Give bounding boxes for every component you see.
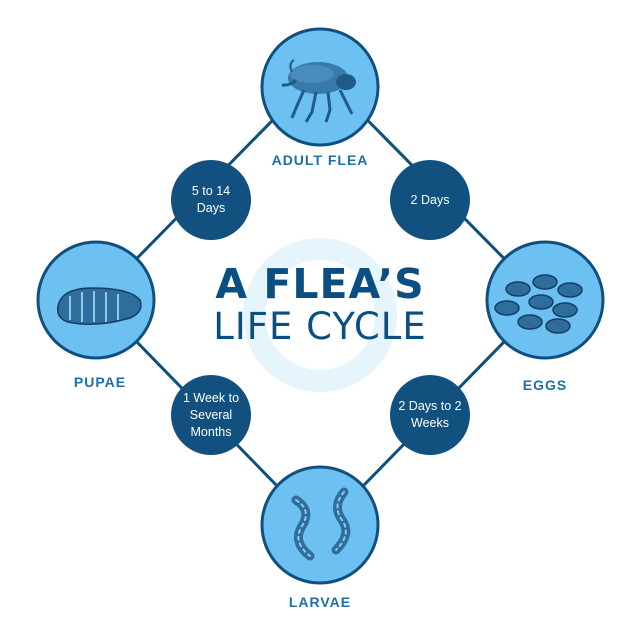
duration-text-pupae-to-adult: 5 to 14 Days [191, 184, 231, 215]
background-ring [243, 238, 397, 392]
duration-circle-eggs-to-larvae [390, 375, 470, 455]
stage-label-pupae: PUPAE [73, 374, 127, 390]
title-main: A FLEA’S [215, 260, 425, 308]
diagram-title: A FLEA’S LIFE CYCLE [170, 262, 470, 348]
stage-label-eggs: EGGS [522, 377, 568, 393]
adult-flea-icon [281, 59, 356, 123]
stage-label-larvae: LARVAE [288, 594, 352, 610]
duration-text-eggs-to-larvae: 2 Days to 2 Weeks [398, 399, 462, 430]
duration-text-adult-to-eggs: 2 Days [410, 192, 450, 207]
stage-circle-larvae [260, 465, 380, 585]
pupae-icon [56, 287, 142, 325]
duration-circle-larvae-to-pupae [171, 375, 251, 455]
duration-circle-adult-to-eggs [390, 160, 470, 240]
eggs-icon [494, 274, 583, 334]
duration-text-larvae-to-pupae: 1 Week to Several Months [182, 390, 240, 439]
duration-circle-pupae-to-adult [171, 160, 251, 240]
title-sub: LIFE CYCLE [213, 305, 427, 348]
larvae-icon [291, 487, 351, 561]
stage-label-adult: ADULT FLEA [271, 152, 369, 168]
